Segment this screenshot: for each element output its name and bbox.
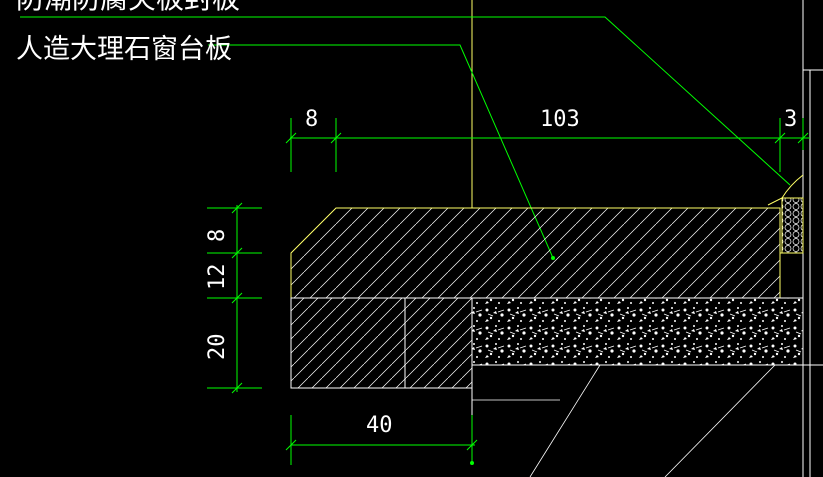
dim-left-lower: 20 xyxy=(205,334,230,361)
marble-sill-slab xyxy=(290,207,781,299)
construction-lines xyxy=(472,364,776,477)
dim-left-mid: 12 xyxy=(205,264,230,291)
dim-left-upper: 8 xyxy=(205,229,230,242)
substrate-block-left xyxy=(290,297,406,389)
dim-top-mid: 103 xyxy=(540,107,580,132)
seal-cap xyxy=(767,174,804,206)
bottom-dimension xyxy=(285,415,478,465)
bottom-point xyxy=(470,461,474,465)
wall-masonry xyxy=(471,297,804,366)
dim-top-left: 8 xyxy=(305,107,318,132)
dim-top-right: 3 xyxy=(784,107,797,132)
leader-marble-sill xyxy=(208,44,554,259)
substrate-block-mid xyxy=(404,297,473,389)
left-dimension xyxy=(207,202,262,394)
label-top-cut: 防潮防腐夹板封板 xyxy=(16,0,240,15)
dim-bottom: 40 xyxy=(366,413,393,438)
plywood-seal xyxy=(781,197,804,254)
leader-top-cut xyxy=(20,16,791,186)
label-marble-sill: 人造大理石窗台板 xyxy=(16,34,232,65)
top-dimension xyxy=(285,118,810,172)
